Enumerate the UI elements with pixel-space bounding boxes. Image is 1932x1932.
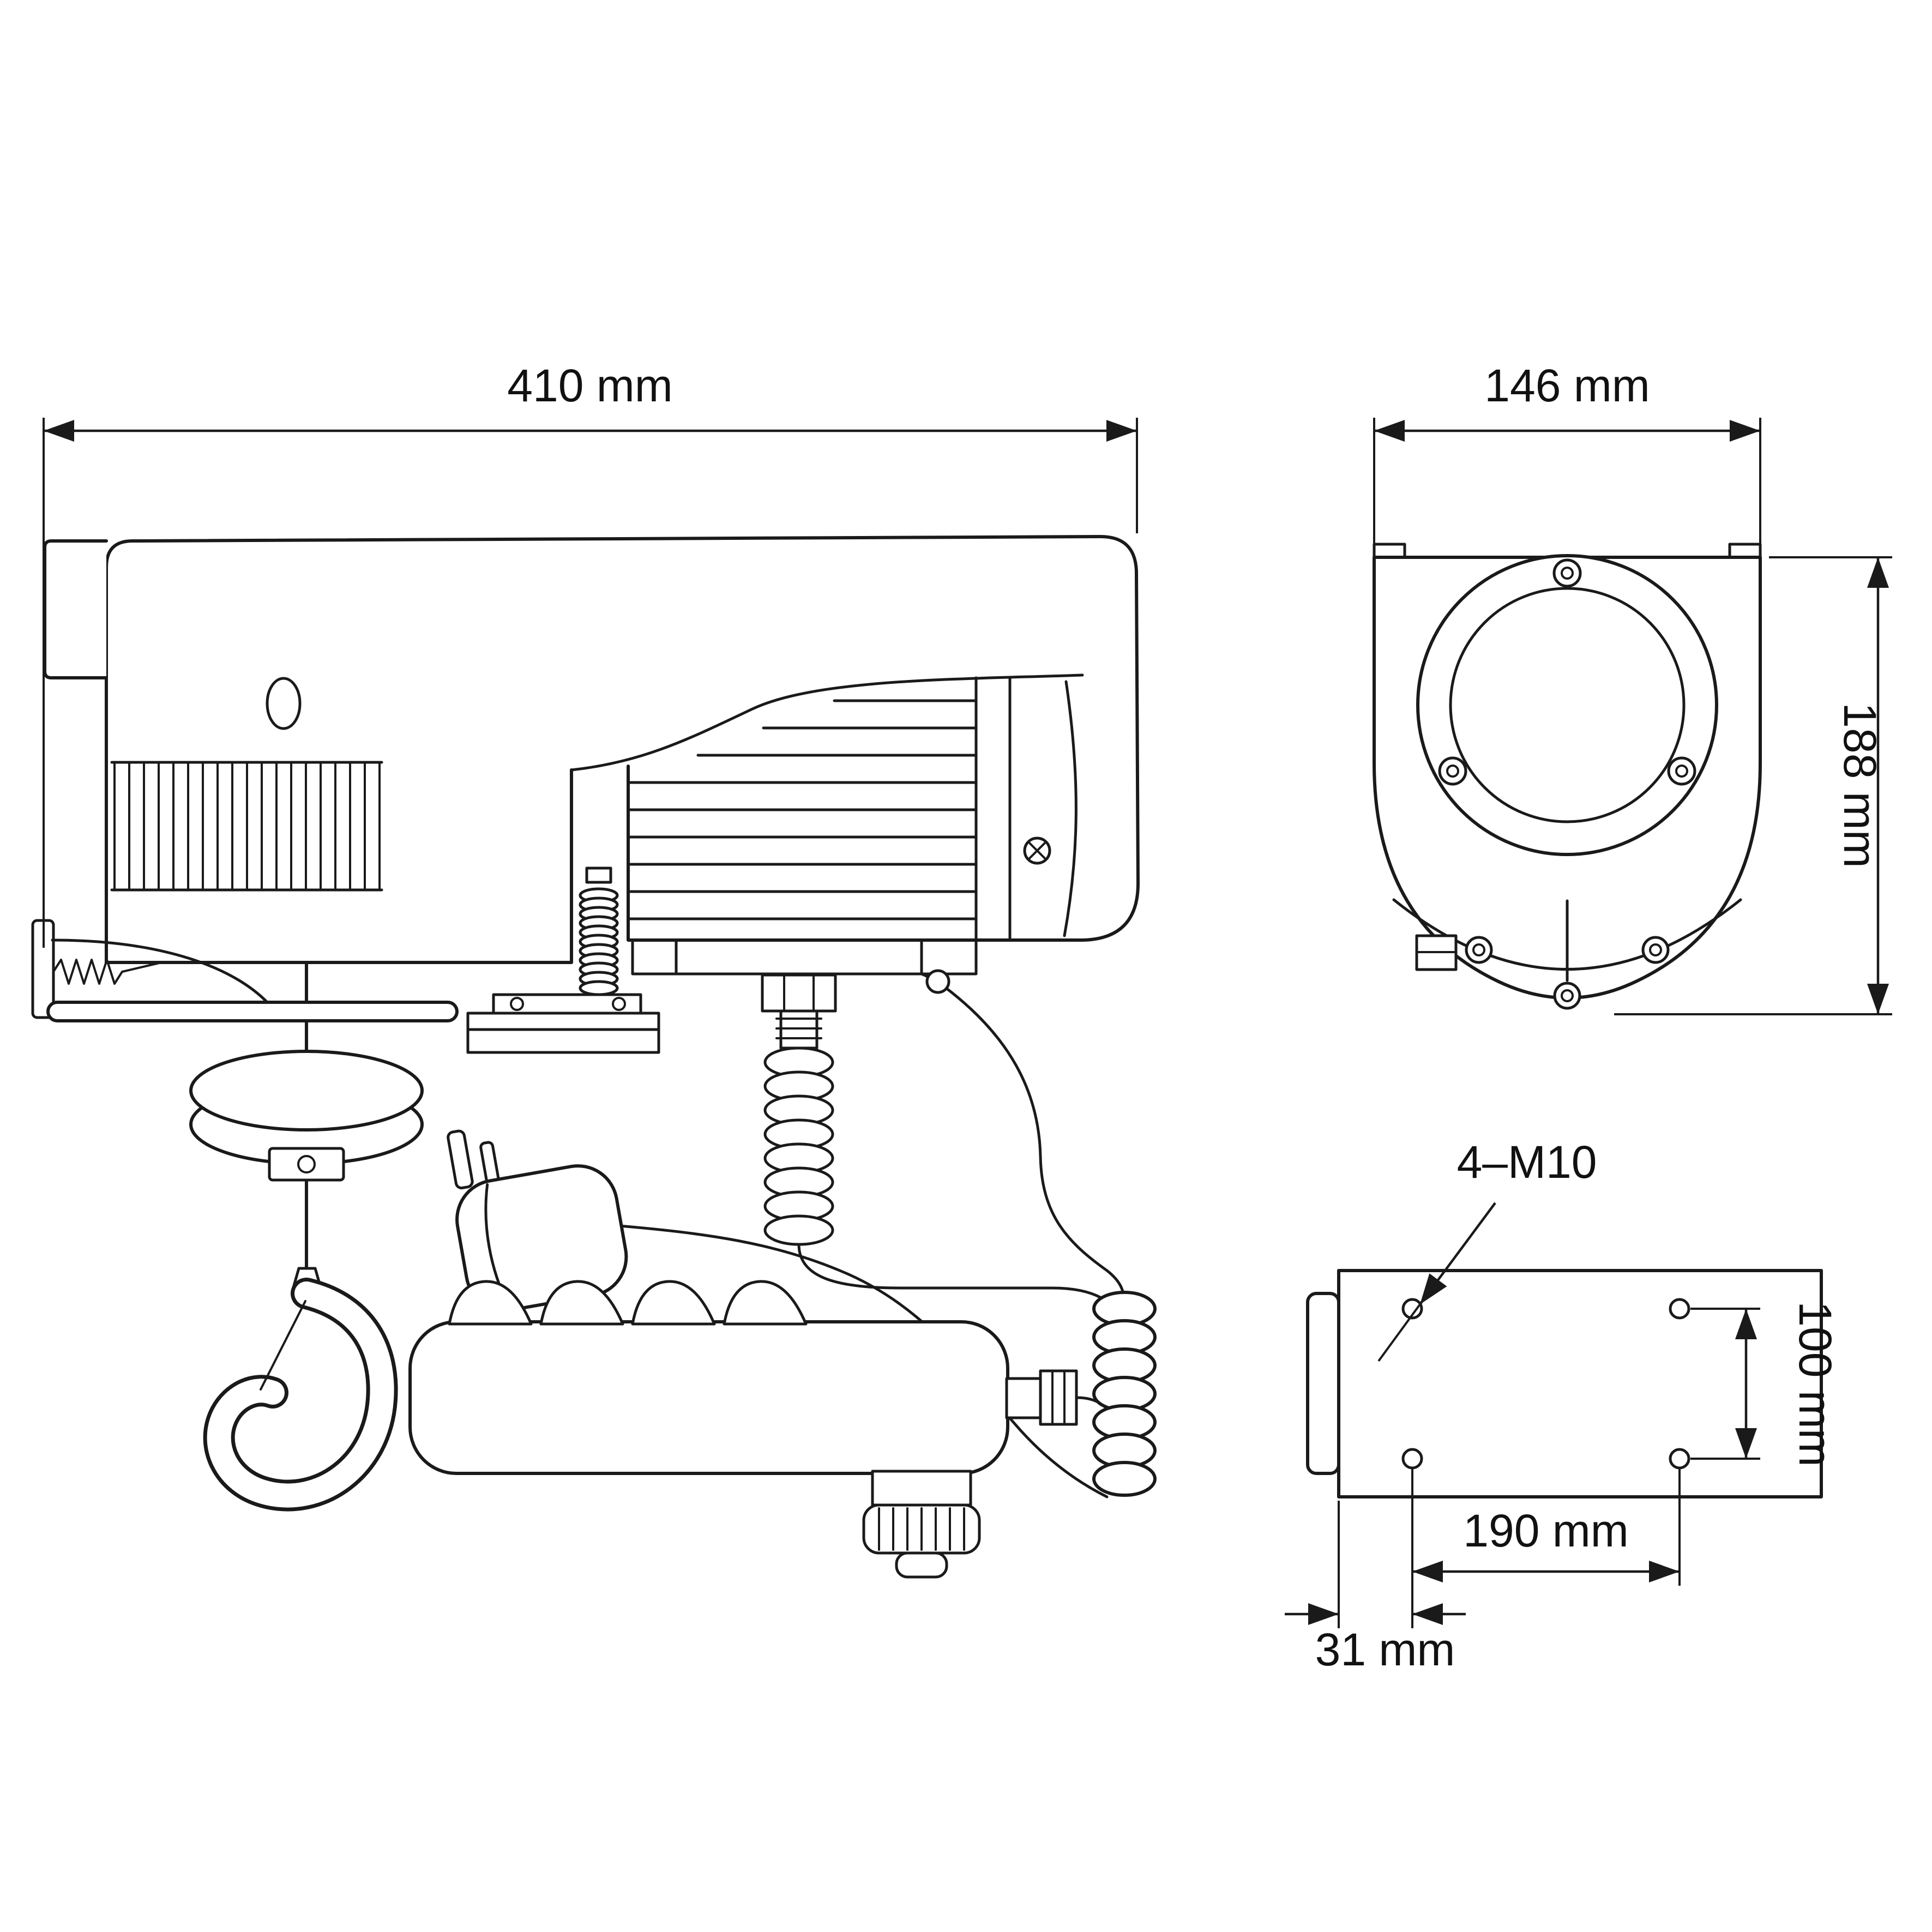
motor-to-coil-cable [920, 972, 1126, 1308]
plug-cord [618, 1224, 1109, 1498]
dim-body-width-label: 146 mm [1484, 360, 1650, 411]
pendant-button [539, 1280, 624, 1326]
motor-end-bell [1416, 554, 1718, 856]
pendant-side-fitting [1005, 1377, 1042, 1419]
dim-body-height-label: 188 mm [1834, 702, 1886, 868]
thread-callout-label: 4–M10 [1457, 1136, 1597, 1188]
pulley-wheel-upper [189, 1050, 424, 1131]
pendant-body [408, 1320, 1009, 1475]
mounting-hole [1401, 1298, 1423, 1320]
dim-overall-length-label: 410 mm [507, 360, 672, 411]
support-curve [51, 938, 270, 1005]
footprint-view [1306, 1269, 1823, 1498]
cable-drum [110, 761, 383, 892]
mounting-hole [1669, 1448, 1690, 1470]
plug-pin [447, 1129, 474, 1190]
gear-cover-bolts [1465, 936, 1670, 1010]
dimension-thread-callout: 4–M10 [1377, 1136, 1597, 1362]
pulley-hook-assembly [46, 961, 459, 1512]
dim-hole-pitch-horizontal-label: 190 mm [1463, 1505, 1628, 1556]
dimension-body-width: 146 mm [1373, 360, 1761, 545]
limit-spring-assembly [761, 973, 837, 1246]
hoist-body-outline [105, 535, 1140, 964]
mid-bracket [466, 866, 660, 1054]
ring-terminal-icon [925, 969, 950, 994]
dimension-hole-edge-offset: 31 mm [1285, 1501, 1466, 1675]
pendant-bottom-fitting [871, 1470, 972, 1507]
pendant-control [408, 1280, 1078, 1579]
dim-hole-edge-offset-label: 31 mm [1315, 1624, 1455, 1675]
left-end-box [43, 539, 108, 679]
pendant-button [631, 1280, 716, 1326]
pulley-hub [268, 1147, 345, 1182]
dimension-hole-pitch-horizontal: 190 mm [1411, 1469, 1681, 1586]
motor-end-bell-inner [1449, 587, 1686, 823]
top-flange-tabs [1373, 543, 1762, 559]
mounting-hole [1401, 1448, 1423, 1470]
end-view [1373, 543, 1762, 1010]
mounting-tab [1306, 1292, 1340, 1475]
motor-fins [627, 699, 978, 920]
side-view [31, 535, 1157, 1579]
dimension-hole-pitch-vertical: 100 mm [1690, 1301, 1841, 1467]
dimension-overall-length: 410 mm [43, 360, 1138, 948]
mounting-hole [1669, 1298, 1690, 1320]
flange-bolt [1438, 558, 1696, 786]
hook-shape-inner [207, 1281, 394, 1508]
housing-slot [266, 677, 302, 730]
hook-latch [260, 1300, 306, 1391]
dimension-body-height: 188 mm [1614, 556, 1892, 1015]
plug-pin-2 [479, 1141, 500, 1184]
suspension-bar [46, 1001, 459, 1022]
junction-plate [631, 938, 978, 976]
bolt-cross-icon [1023, 836, 1051, 865]
dim-hole-pitch-vertical-label: 100 mm [1790, 1301, 1841, 1466]
limit-spring-cable [797, 1243, 1123, 1321]
pendant-button [448, 1280, 533, 1326]
pendant-button [723, 1280, 808, 1326]
coiled-cord [1092, 1291, 1157, 1497]
motor-end-plates [974, 676, 1078, 942]
drum-housing-edge [105, 768, 573, 964]
